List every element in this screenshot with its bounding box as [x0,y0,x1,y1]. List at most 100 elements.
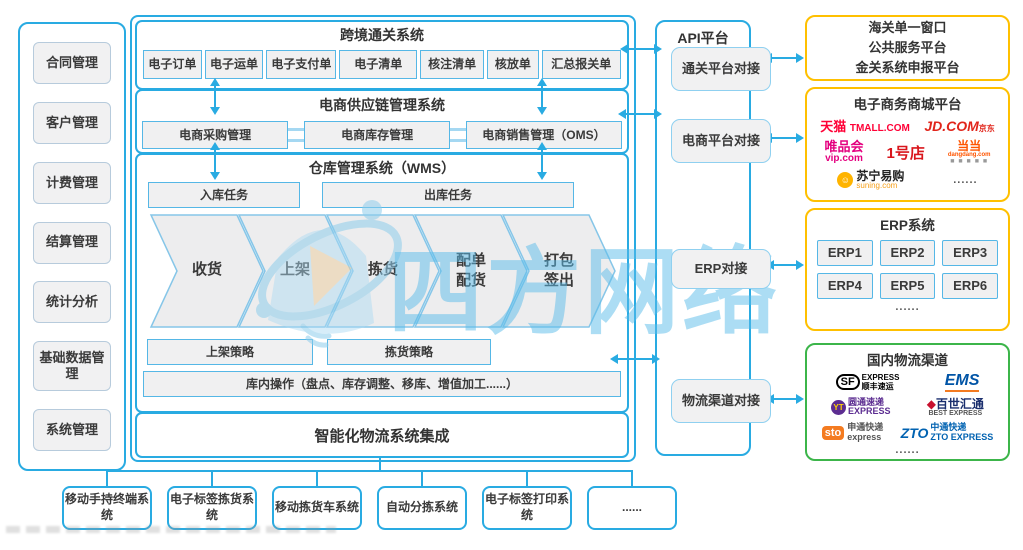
arrow-api-ecommerce [764,133,804,143]
tree-drop-line [316,470,318,486]
flow-step-pack-signout[interactable]: 打包签出 [543,252,574,289]
picking-strategy-box[interactable]: 拣货策略 [327,339,491,365]
purchase-mgmt-box[interactable]: 电商采购管理 [142,121,289,149]
mobile-picking-cart-box[interactable]: 移动拣货车系统 [272,486,362,530]
integration-section: 智能化物流系统集成 [135,412,629,458]
wms-section: 仓库管理系统（WMS） 入库任务 出库任务 收货 上架 拣货 [135,153,629,413]
arrow-sales-outbound [537,142,547,180]
supply-chain-title: 电商供应链管理系统 [319,97,445,113]
doc-e-manifest[interactable]: 电子清单 [339,50,417,79]
sidebar-item-billing[interactable]: 计费管理 [33,161,111,204]
arrow-customs-api [620,44,662,54]
logistics-panel-title: 国内物流渠道 [867,353,948,368]
erp5-box[interactable]: ERP5 [879,273,936,299]
label-printing-box[interactable]: 电子标签打印系统 [482,486,572,530]
api-customs-link[interactable]: 通关平台对接 [671,47,771,91]
label-picking-box[interactable]: 电子标签拣货系统 [167,486,257,530]
sidebar-item-contract[interactable]: 合同管理 [33,41,111,84]
more-erp-dots: ...... [895,301,920,313]
more-logistics-dots: ...... [895,444,920,457]
ecommerce-panel-title: 电子商务商城平台 [853,97,962,112]
box-connector [288,128,304,142]
erp1-box[interactable]: ERP1 [817,240,873,266]
arrow-api-customsplatform [764,53,804,63]
best-diamond-icon: ◆ [926,396,936,411]
tree-drop-line [631,470,633,486]
doc-summary-declaration[interactable]: 汇总报关单 [541,50,621,79]
arrow-release-supplychain [537,78,547,115]
customs-platform-line: 公共服务平台 [868,39,947,55]
customs-platform-line: 海关单一窗口 [868,19,947,35]
doc-e-order[interactable]: 电子订单 [143,50,202,79]
arrow-wms-api [610,354,660,364]
sidebar-item-system[interactable]: 系统管理 [33,409,111,452]
tree-drop-line [106,470,108,486]
handheld-terminal-box[interactable]: 移动手持终端系统 [62,486,152,530]
supply-chain-section: 电商供应链管理系统 电商采购管理 电商库存管理 电商销售管理（OMS） [135,89,629,154]
main-container: 跨境通关系统 电子订单 电子运单 电子支付单 电子清单 核注清单 核放单 汇总报… [130,15,636,462]
flow-step-putaway[interactable]: 上架 [279,261,310,278]
blurred-footnote [6,526,336,533]
flow-step-allocate[interactable]: 配单配货 [455,252,486,289]
api-ecommerce-link[interactable]: 电商平台对接 [671,119,771,163]
inbound-task-box[interactable]: 入库任务 [148,182,300,208]
inventory-mgmt-box[interactable]: 电商库存管理 [303,121,451,149]
api-erp-link[interactable]: ERP对接 [671,249,771,289]
erp4-box[interactable]: ERP4 [817,273,873,299]
erp2-box[interactable]: ERP2 [879,240,936,266]
tree-horizontal-line [106,470,633,472]
sidebar-item-settlement[interactable]: 结算管理 [33,221,111,264]
doc-release-form[interactable]: 核放单 [487,50,539,79]
wms-process-flow: 收货 上架 拣货 配单配货 打包签出 [143,213,621,329]
tree-drop-line [526,470,528,486]
customs-section: 跨境通关系统 电子订单 电子运单 电子支付单 电子清单 核注清单 核放单 汇总报… [135,20,629,90]
jd-logo[interactable]: JD.COM京东 [924,117,995,134]
customs-section-title: 跨境通关系统 [340,27,424,43]
flow-step-pick[interactable]: 拣货 [367,261,398,278]
wms-title: 仓库管理系统（WMS） [308,160,456,176]
tree-drop-line [211,470,213,486]
putaway-strategy-box[interactable]: 上架策略 [147,339,313,365]
customs-platforms-panel: 海关单一窗口 公共服务平台 金关系统申报平台 [805,15,1010,81]
arrow-oms-api [618,109,662,119]
erp-systems-panel: ERP系统 ERP1 ERP2 ERP3 ERP4 ERP5 ERP6 ....… [805,208,1010,331]
customs-platform-line: 金关系统申报平台 [855,60,960,76]
more-subsystems-box[interactable]: ...... [587,486,677,530]
erp-panel-title: ERP系统 [880,218,935,233]
erp3-box[interactable]: ERP3 [942,240,998,266]
yihaodian-logo[interactable]: 1号店 [886,145,925,162]
api-logistics-link[interactable]: 物流渠道对接 [671,379,771,423]
erp6-box[interactable]: ERP6 [942,273,998,299]
tree-trunk-line [379,458,381,470]
sidebar-item-analytics[interactable]: 统计分析 [33,281,111,324]
doc-e-waybill[interactable]: 电子运单 [204,50,264,79]
api-platform-title: API平台 [677,30,729,46]
tmall-logo[interactable]: 天猫 TMALL.COM [820,119,910,134]
auto-sorting-box[interactable]: 自动分拣系统 [377,486,467,530]
arrow-api-logistics [766,394,804,404]
sidebar-item-customer[interactable]: 客户管理 [33,101,111,144]
more-platforms-dots: ...... [953,174,978,186]
inventory-ops-box[interactable]: 库内操作（盘点、库存调整、移库、增值加工......） [143,371,621,397]
outbound-task-box[interactable]: 出库任务 [322,182,574,208]
api-platform-column: API平台 通关平台对接 电商平台对接 ERP对接 物流渠道对接 [655,20,771,456]
ems-logo[interactable]: EMS [944,372,980,392]
sidebar: 合同管理 客户管理 计费管理 结算管理 统计分析 基础数据管理 系统管理 [18,22,126,471]
box-connector [450,128,466,142]
flow-step-receive[interactable]: 收货 [191,261,222,278]
sidebar-item-basedata[interactable]: 基础数据管理 [33,341,111,392]
arrow-purchase-inbound [210,142,220,180]
doc-check-list[interactable]: 核注清单 [420,50,485,79]
doc-e-payment[interactable]: 电子支付单 [266,50,337,79]
